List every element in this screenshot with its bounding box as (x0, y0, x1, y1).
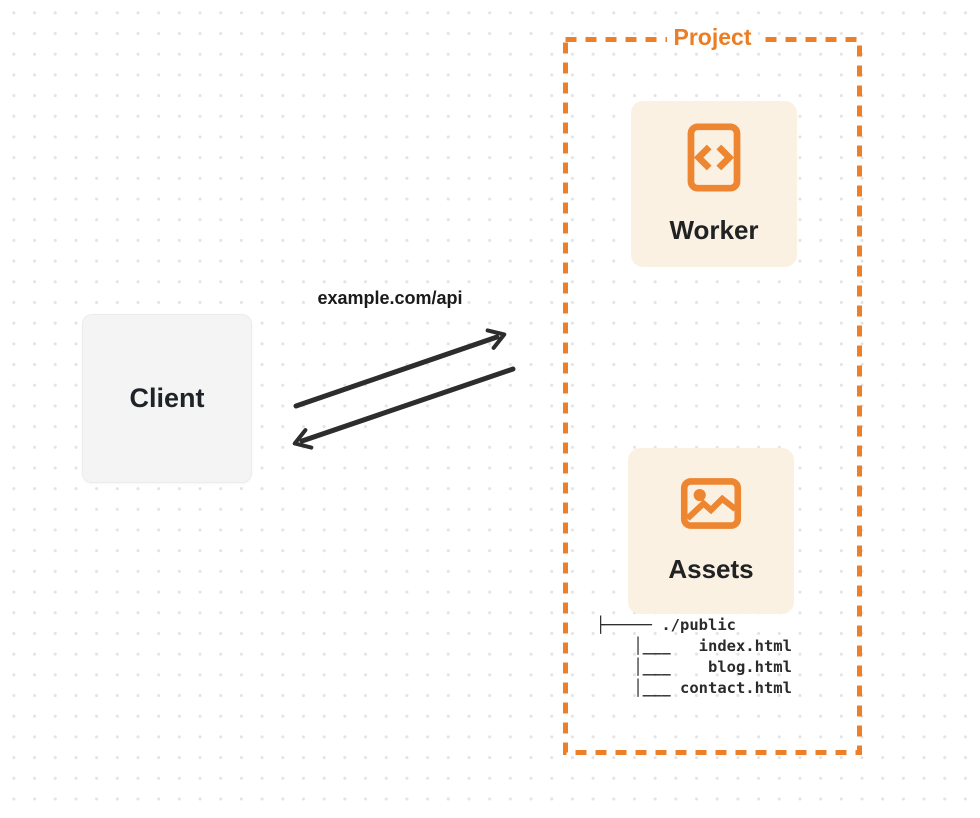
request-arrow (293, 328, 507, 409)
project-label: Project (666, 23, 759, 51)
assets-node: Assets (628, 448, 794, 614)
assets-label: Assets (668, 554, 754, 584)
worker-node: Worker (631, 101, 797, 267)
file-tree: ├───── ./public │___ index.html │___ blo… (596, 616, 792, 697)
client-label: Client (129, 383, 205, 413)
client-node: Client (82, 314, 252, 483)
code-document-icon (686, 122, 742, 193)
request-url-label: example.com/api (317, 288, 463, 308)
response-arrow (292, 366, 516, 450)
image-icon (680, 477, 742, 530)
project-container: Project Worker Assets ├───── ./public │_… (563, 23, 862, 755)
worker-label: Worker (669, 215, 759, 245)
